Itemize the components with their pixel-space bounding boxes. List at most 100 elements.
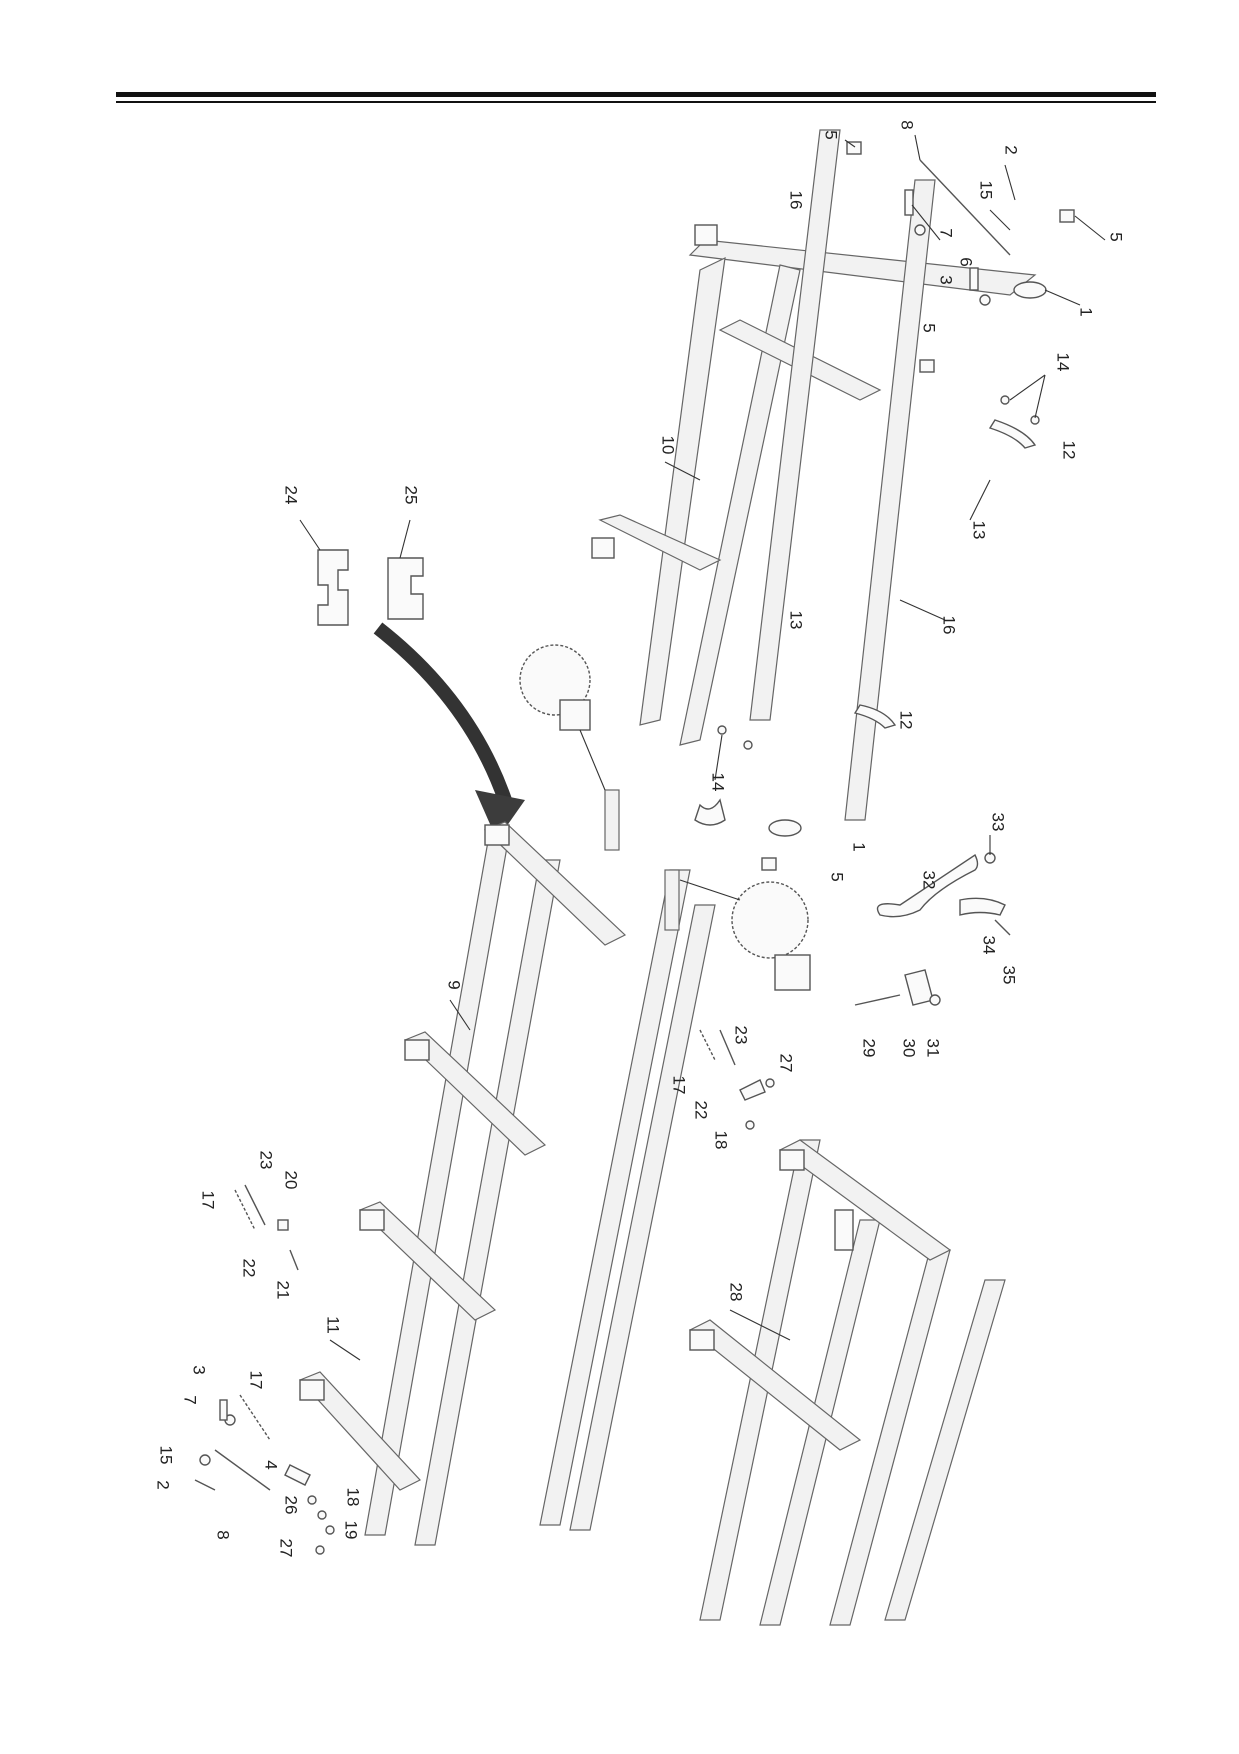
callout-5: 5 <box>920 323 939 332</box>
callout-17: 17 <box>199 1191 218 1210</box>
disc-upper <box>519 644 591 716</box>
mount-bracket-4 <box>299 1379 325 1401</box>
install-arrow <box>373 622 512 803</box>
callout-19: 19 <box>342 1521 361 1540</box>
callout-3: 3 <box>937 275 956 284</box>
callout-11: 11 <box>324 1316 343 1334</box>
callout-3: 3 <box>190 1365 209 1374</box>
callout-31: 31 <box>924 1039 943 1058</box>
plate-24 <box>317 549 349 626</box>
frame-rail-inner <box>679 264 801 746</box>
callout-8: 8 <box>898 120 917 129</box>
bolt-29 <box>854 994 901 1006</box>
callout-7: 7 <box>181 1395 200 1404</box>
callout-33: 33 <box>989 813 1008 832</box>
nut-14a <box>1000 395 1010 405</box>
callout-29: 29 <box>860 1039 879 1058</box>
hardware-upper-right <box>717 141 1075 871</box>
callout-28: 28 <box>727 1283 746 1302</box>
callout-22: 22 <box>692 1101 711 1120</box>
callout-34: 34 <box>980 936 999 955</box>
pin-21 <box>289 1249 299 1271</box>
nut-3a <box>914 224 926 236</box>
tube-16-upper <box>749 129 841 721</box>
lower-rail-d <box>884 1279 1006 1621</box>
lower-crossbar <box>778 1139 952 1261</box>
bushing-1a <box>1013 281 1047 299</box>
disc-upper-leader <box>579 729 606 791</box>
disc-lower <box>731 881 809 959</box>
callout-18: 18 <box>344 1488 363 1507</box>
callout-1: 1 <box>1077 307 1096 316</box>
header-rule-thick <box>116 92 1156 97</box>
disc-hub-lower <box>774 954 811 991</box>
nut-26 <box>307 1495 317 1505</box>
nut-19 <box>325 1525 335 1535</box>
callout-6: 6 <box>957 257 976 266</box>
rod-23a <box>719 1029 736 1066</box>
disc-lower-leader <box>679 879 741 901</box>
nut-14c <box>717 725 727 735</box>
mount-bracket-1 <box>484 824 510 846</box>
point-34 <box>959 897 1006 916</box>
callout-13: 13 <box>970 521 989 540</box>
end-cap-5d <box>761 857 777 871</box>
u-bolt-12b <box>853 704 897 729</box>
callout-5: 5 <box>822 130 841 139</box>
callout-5: 5 <box>1107 232 1126 241</box>
callout-12: 12 <box>1060 441 1079 460</box>
pin-7b <box>219 1399 228 1421</box>
strip-17a <box>699 1029 716 1061</box>
callout-17: 17 <box>247 1371 266 1390</box>
disc-assemblies <box>519 644 811 991</box>
frame-lower-right <box>688 1139 1006 1626</box>
stub-tube-a <box>604 789 620 851</box>
callout-2: 2 <box>154 1480 173 1489</box>
pin-6 <box>969 267 979 291</box>
plate-25 <box>387 557 424 620</box>
disc-hub-upper <box>559 699 591 731</box>
mount-bracket-3 <box>359 1209 385 1231</box>
lower-bracket-1 <box>779 1149 805 1171</box>
center-arm-4 <box>298 1371 421 1491</box>
bolt-35 <box>994 919 1011 936</box>
spring-tine-assembly <box>854 852 1011 1006</box>
bracket-22b <box>277 1219 289 1231</box>
frame-upper-right <box>591 129 1037 826</box>
callout-22: 22 <box>240 1259 259 1278</box>
frame-brace-b <box>598 514 722 571</box>
nut-18a <box>745 1120 755 1130</box>
end-cap-5c <box>919 359 935 373</box>
callout-26: 26 <box>282 1496 301 1515</box>
frame-rail-left <box>639 256 726 726</box>
center-rail-d <box>569 904 716 1531</box>
callout-12: 12 <box>897 711 916 730</box>
rod-23b <box>244 1184 266 1226</box>
stub-tube-b <box>664 869 680 931</box>
clip-2b <box>194 1479 216 1491</box>
hardware-lower-left <box>194 1029 775 1555</box>
bushing-1b <box>768 819 802 837</box>
frame-foot <box>694 798 726 826</box>
callout-1: 1 <box>850 842 869 851</box>
strip-17b <box>234 1189 256 1231</box>
callout-23: 23 <box>732 1026 751 1045</box>
callout-35: 35 <box>1000 966 1019 985</box>
leader-lines <box>299 134 1106 1361</box>
callout-15: 15 <box>157 1446 176 1465</box>
callout-23: 23 <box>257 1151 276 1170</box>
callout-14: 14 <box>709 773 728 792</box>
callout-21: 21 <box>274 1281 293 1300</box>
callout-30: 30 <box>900 1039 919 1058</box>
nut-27a <box>765 1078 775 1088</box>
link-plate-8b <box>214 1449 271 1491</box>
callout-7: 7 <box>937 228 956 237</box>
header-rule-thin <box>116 101 1156 103</box>
callout-14: 14 <box>1054 353 1073 372</box>
callout-18: 18 <box>712 1131 731 1150</box>
callout-27: 27 <box>277 1539 296 1558</box>
callout-15: 15 <box>977 181 996 200</box>
install-arrowhead <box>475 790 525 840</box>
